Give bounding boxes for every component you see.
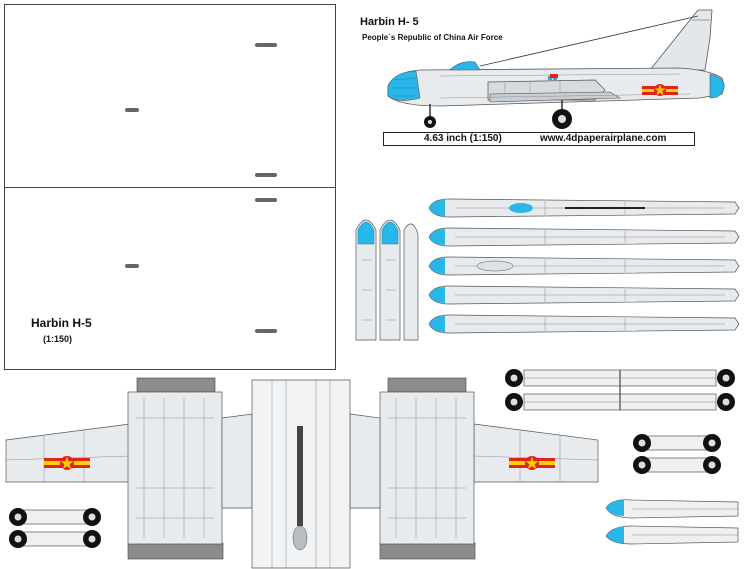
fold-tab bbox=[125, 108, 139, 112]
scale-bar: 4.63 inch (1:150) www.4dpaperairplane.co… bbox=[383, 132, 695, 146]
website-text: www.4dpaperairplane.com bbox=[540, 133, 667, 144]
fold-tab bbox=[255, 198, 277, 202]
tail-turret-part bbox=[605, 499, 739, 545]
red-star-roundel-icon bbox=[642, 84, 678, 96]
page-title: Harbin H- 5 bbox=[360, 16, 419, 28]
fold-tab bbox=[255, 329, 277, 333]
fuselage-parts bbox=[428, 198, 740, 334]
main-wing-part bbox=[5, 377, 599, 569]
aircraft-side-profile bbox=[387, 9, 725, 129]
stand-panel-bottom: Harbin H-5 (1:150) bbox=[4, 187, 336, 370]
stand-title: Harbin H-5 bbox=[31, 316, 92, 330]
landing-gear-parts bbox=[633, 434, 721, 474]
small-gear-parts bbox=[9, 508, 101, 548]
engine-nacelle-parts bbox=[505, 369, 735, 411]
red-star-roundel-icon bbox=[509, 456, 555, 470]
page-subtitle: People`s Republic of China Air Force bbox=[362, 33, 503, 42]
nose-cone-part bbox=[355, 219, 419, 341]
fold-tab bbox=[255, 173, 277, 177]
fuselage-strip bbox=[428, 285, 740, 305]
fuselage-strip bbox=[428, 256, 740, 276]
red-star-roundel-icon bbox=[44, 456, 90, 470]
fuselage-strip bbox=[428, 314, 740, 334]
fuselage-strip bbox=[428, 227, 740, 247]
scale-size-text: 4.63 inch (1:150) bbox=[424, 133, 502, 144]
stand-panel-top bbox=[4, 4, 336, 188]
stand-scale: (1:150) bbox=[43, 334, 73, 344]
fuselage-strip bbox=[428, 198, 740, 218]
fold-tab bbox=[255, 43, 277, 47]
fold-tab bbox=[125, 264, 139, 268]
